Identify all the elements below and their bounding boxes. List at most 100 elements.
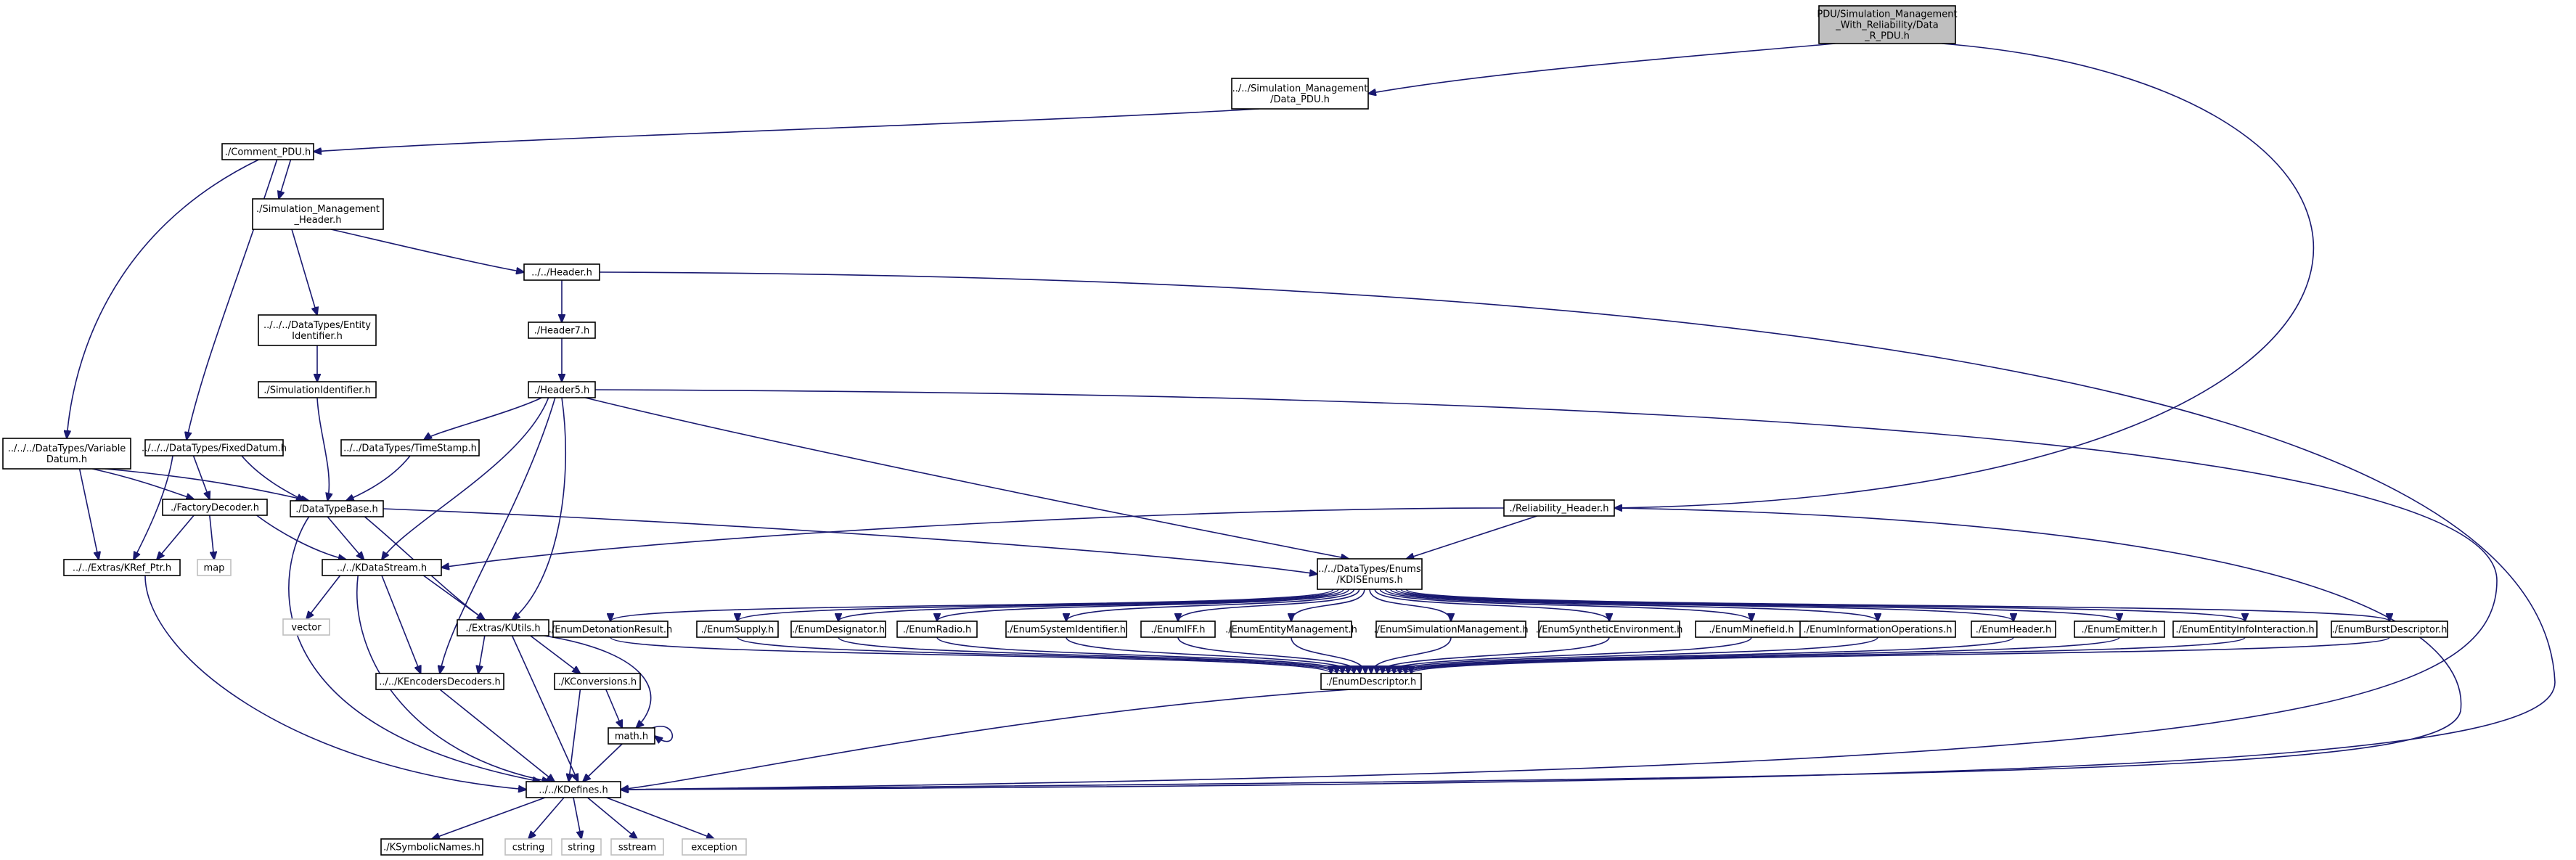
node-label: ../../DataTypes/Enums	[1318, 564, 1421, 575]
node-box	[1503, 499, 1615, 517]
edge-kref-kdefines	[144, 575, 526, 790]
edge-dtbase-kdisenums	[383, 508, 1317, 574]
node-ksym[interactable]: ./KSymbolicNames.h	[380, 838, 483, 856]
node-root[interactable]: PDU/Simulation_Management_With_Reliabili…	[1817, 5, 1958, 44]
node-erad[interactable]: ./EnumRadio.h	[896, 621, 978, 638]
node-label: ./Simulation_Management	[256, 204, 380, 215]
edge-kdisenums-eiff	[1178, 589, 1360, 621]
node-label: _Header.h	[293, 215, 341, 226]
node-box	[1005, 621, 1127, 638]
node-label: ./DataTypeBase.h	[295, 504, 377, 515]
edge-root-reliab	[1614, 43, 2314, 508]
node-box	[790, 621, 886, 638]
node-label: ./Header5.h	[534, 385, 590, 396]
edge-erad-edesc	[936, 636, 1348, 673]
node-label: ./EnumSyntheticEnvironment.h	[1536, 625, 1683, 636]
node-esup[interactable]: ./EnumSupply.h	[696, 621, 779, 638]
node-kref[interactable]: ../../Extras/KRef_Ptr.h	[63, 559, 181, 576]
node-label: ./EnumInformationOperations.h	[1804, 625, 1953, 636]
node-box	[528, 381, 596, 398]
node-box	[63, 559, 181, 576]
edge-kdefines-sstream	[586, 797, 638, 839]
node-einf[interactable]: ./EnumInformationOperations.h	[1799, 621, 1956, 638]
node-label: ./EnumSystemIdentifier.h	[1007, 625, 1126, 636]
edge-eemi-edesc	[1399, 636, 2120, 673]
node-box	[1320, 673, 1422, 690]
node-timestamp[interactable]: ../../DataTypes/TimeStamp.h	[340, 439, 480, 456]
node-edes[interactable]: ./EnumDesignator.h	[790, 621, 886, 638]
edge-root-smdata	[1368, 43, 1836, 94]
node-ebur[interactable]: ./EnumBurstDescriptor.h	[2331, 621, 2448, 638]
node-smheader[interactable]: ./Simulation_Management_Header.h	[252, 198, 384, 230]
node-label: ../../../DataTypes/Entity	[263, 320, 371, 331]
node-ehdr[interactable]: ./EnumHeader.h	[1971, 621, 2056, 638]
node-box	[1230, 621, 1352, 638]
node-label: ./Reliability_Header.h	[1509, 504, 1608, 515]
node-kdefines[interactable]: ../../KDefines.h	[526, 781, 621, 798]
edge-edesc-kdefines	[621, 689, 1352, 790]
edge-timestamp-dtbase	[346, 455, 411, 501]
node-eeii[interactable]: ./EnumEntityInfoInteraction.h	[2172, 621, 2318, 638]
edge-reliab-kdefines	[621, 507, 2462, 790]
node-smdata[interactable]: ../../Simulation_Management/Data_PDU.h	[1231, 78, 1369, 110]
node-kdisenums[interactable]: ../../DataTypes/Enums/KDISEnums.h	[1317, 558, 1423, 590]
node-header7[interactable]: ./Header7.h	[528, 322, 596, 339]
node-reliab[interactable]: ./Reliability_Header.h	[1503, 499, 1615, 517]
node-eent[interactable]: ./EnumEntityManagement.h	[1225, 621, 1357, 638]
node-header5[interactable]: ./Header5.h	[528, 381, 596, 398]
edge-factory-kref	[157, 515, 195, 560]
node-vector: vector	[282, 618, 330, 636]
node-esyn[interactable]: ./EnumSyntheticEnvironment.h	[1536, 621, 1683, 638]
node-box	[610, 838, 664, 856]
node-label: _With_Reliability/Data	[1835, 20, 1938, 31]
node-box	[1799, 621, 1956, 638]
node-label: ./EnumMinefield.h	[1709, 625, 1794, 636]
node-label: ./KConversions.h	[558, 677, 637, 688]
node-label: ./EnumBurstDescriptor.h	[2332, 625, 2448, 636]
node-comment[interactable]: ./Comment_PDU.h	[221, 143, 314, 160]
edge-kdefines-string	[573, 797, 581, 839]
node-box	[2, 438, 131, 470]
edge-kconv-math	[605, 689, 622, 728]
edge-eeii-edesc	[1405, 636, 2246, 673]
edge-smdata-comment	[314, 108, 1259, 152]
node-kutils[interactable]: ./Extras/KUtils.h	[457, 619, 549, 636]
node-edesc[interactable]: ./EnumDescriptor.h	[1320, 673, 1422, 690]
edge-kenc-kdefines	[439, 689, 555, 782]
node-emin[interactable]: ./EnumMinefield.h	[1695, 621, 1808, 638]
node-edet[interactable]: ./EnumDetonationResult.h	[549, 621, 673, 638]
node-math[interactable]: math.h	[608, 727, 655, 745]
node-box	[252, 198, 384, 230]
node-label: ../../KDataStream.h	[337, 563, 427, 574]
edge-edet-edesc	[610, 636, 1331, 673]
node-kds[interactable]: ../../KDataStream.h	[322, 559, 442, 576]
node-box	[258, 381, 377, 398]
node-factory[interactable]: ./FactoryDecoder.h	[162, 499, 268, 516]
node-esys[interactable]: ./EnumSystemIdentifier.h	[1005, 621, 1127, 638]
node-label: /Data_PDU.h	[1270, 94, 1330, 105]
node-dtbase[interactable]: ./DataTypeBase.h	[290, 500, 384, 517]
node-label: ../../../DataTypes/FixedDatum.h	[142, 443, 287, 454]
node-esim[interactable]: ./EnumSimulationManagement.h	[1373, 621, 1529, 638]
edge-kconv-kdefines	[569, 689, 581, 782]
node-kenc[interactable]: ../../KEncodersDecoders.h	[375, 673, 504, 690]
edge-kdisenums-einf	[1384, 589, 1878, 621]
node-box	[561, 838, 602, 856]
node-kconv[interactable]: ./KConversions.h	[554, 673, 641, 690]
node-simid[interactable]: ./SimulationIdentifier.h	[258, 381, 377, 398]
node-box	[221, 143, 314, 160]
node-label: ./EnumDesignator.h	[792, 625, 885, 636]
node-eiff[interactable]: ./EnumIFF.h	[1140, 621, 1216, 638]
node-label: map	[204, 563, 225, 574]
node-fixdatum[interactable]: ../../../DataTypes/FixedDatum.h	[142, 439, 287, 456]
node-header[interactable]: ../../Header.h	[523, 263, 600, 281]
edge-kutils-kconv	[530, 635, 581, 673]
node-label: ../../KEncodersDecoders.h	[379, 677, 501, 688]
node-label: cstring	[512, 843, 544, 853]
node-box	[1231, 78, 1369, 110]
node-box	[162, 499, 268, 516]
edge-kdisenums-erad	[937, 589, 1349, 621]
node-eemi[interactable]: ./EnumEmitter.h	[2074, 621, 2165, 638]
